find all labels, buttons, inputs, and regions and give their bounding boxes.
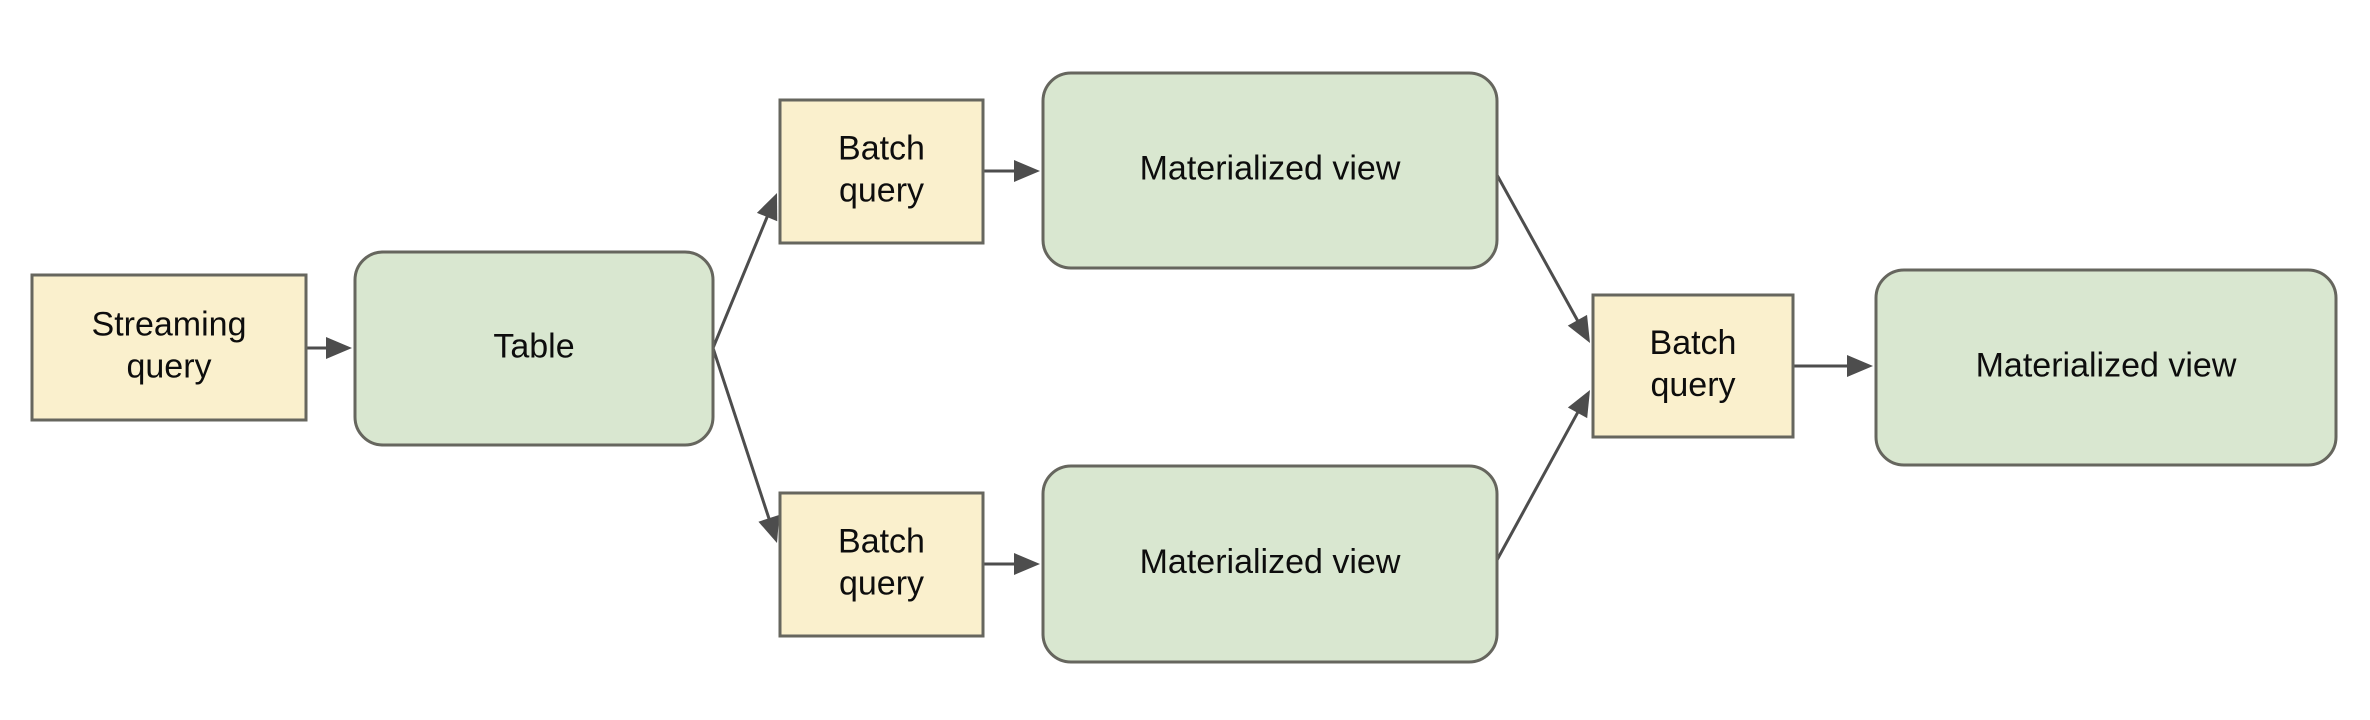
edge-line	[1495, 174, 1581, 324]
node-shape-materialized-view-bottom[interactable]	[1041, 464, 1499, 664]
node-label-batch-query-top: Batch	[838, 129, 925, 167]
arrowhead-icon	[1014, 553, 1040, 575]
arrowhead-icon	[1567, 314, 1590, 343]
arrowhead-icon	[1014, 160, 1040, 182]
node-label-streaming-query: Streaming	[92, 305, 247, 343]
node-table[interactable]: Table	[353, 250, 715, 447]
node-materialized-view-bottom[interactable]: Materialized view	[1041, 464, 1499, 664]
node-shape-batch-query-top[interactable]	[778, 98, 985, 245]
node-label-batch-query-top: query	[839, 171, 924, 209]
edge-batch-query-bottom-to-materialized-view-bottom	[983, 553, 1040, 575]
edge-batch-query-merge-to-materialized-view-final	[1793, 355, 1873, 377]
node-label-streaming-query: query	[126, 347, 211, 385]
node-shape-table[interactable]	[353, 250, 715, 447]
node-label-table: Table	[493, 327, 574, 365]
edge-materialized-view-top-to-batch-query-merge	[1495, 174, 1590, 343]
node-shape-batch-query-bottom[interactable]	[778, 491, 985, 638]
node-streaming-query[interactable]: Streaming query	[30, 273, 308, 422]
node-shape-batch-query-merge[interactable]	[1591, 293, 1795, 439]
node-batch-query-merge[interactable]: Batch query	[1591, 293, 1795, 439]
node-materialized-view-final[interactable]: Materialized view	[1874, 268, 2338, 467]
node-label-materialized-view-top: Materialized view	[1140, 149, 1401, 187]
edge-batch-query-top-to-materialized-view-top	[983, 160, 1040, 182]
node-batch-query-top[interactable]: Batch query	[778, 98, 985, 245]
arrowhead-icon	[758, 514, 780, 543]
edge-line	[711, 347, 772, 522]
node-label-batch-query-merge: Batch	[1650, 324, 1737, 362]
node-label-batch-query-bottom: query	[839, 564, 924, 602]
arrowhead-icon	[326, 337, 352, 359]
arrowhead-icon	[1567, 390, 1590, 419]
node-shape-materialized-view-final[interactable]	[1874, 268, 2338, 467]
edge-line	[711, 213, 770, 349]
node-label-materialized-view-bottom: Materialized view	[1140, 543, 1401, 581]
arrowhead-icon	[756, 193, 778, 222]
node-batch-query-bottom[interactable]: Batch query	[778, 491, 985, 638]
edge-table-to-batch-query-bottom	[711, 347, 780, 543]
node-label-batch-query-merge: query	[1650, 366, 1735, 404]
edge-streaming-query-to-table	[306, 337, 352, 359]
node-label-materialized-view-final: Materialized view	[1976, 346, 2237, 384]
nodes-layer: StreamingqueryTableBatchqueryMaterialize…	[30, 71, 2338, 664]
edge-line	[1495, 409, 1581, 561]
arrowhead-icon	[1847, 355, 1873, 377]
edge-materialized-view-bottom-to-batch-query-merge	[1495, 390, 1590, 561]
edge-table-to-batch-query-top	[711, 193, 778, 349]
node-shape-materialized-view-top[interactable]	[1041, 71, 1499, 270]
edges-layer	[306, 160, 1873, 575]
node-shape-streaming-query[interactable]	[30, 273, 308, 422]
node-materialized-view-top[interactable]: Materialized view	[1041, 71, 1499, 270]
node-label-batch-query-bottom: Batch	[838, 522, 925, 560]
